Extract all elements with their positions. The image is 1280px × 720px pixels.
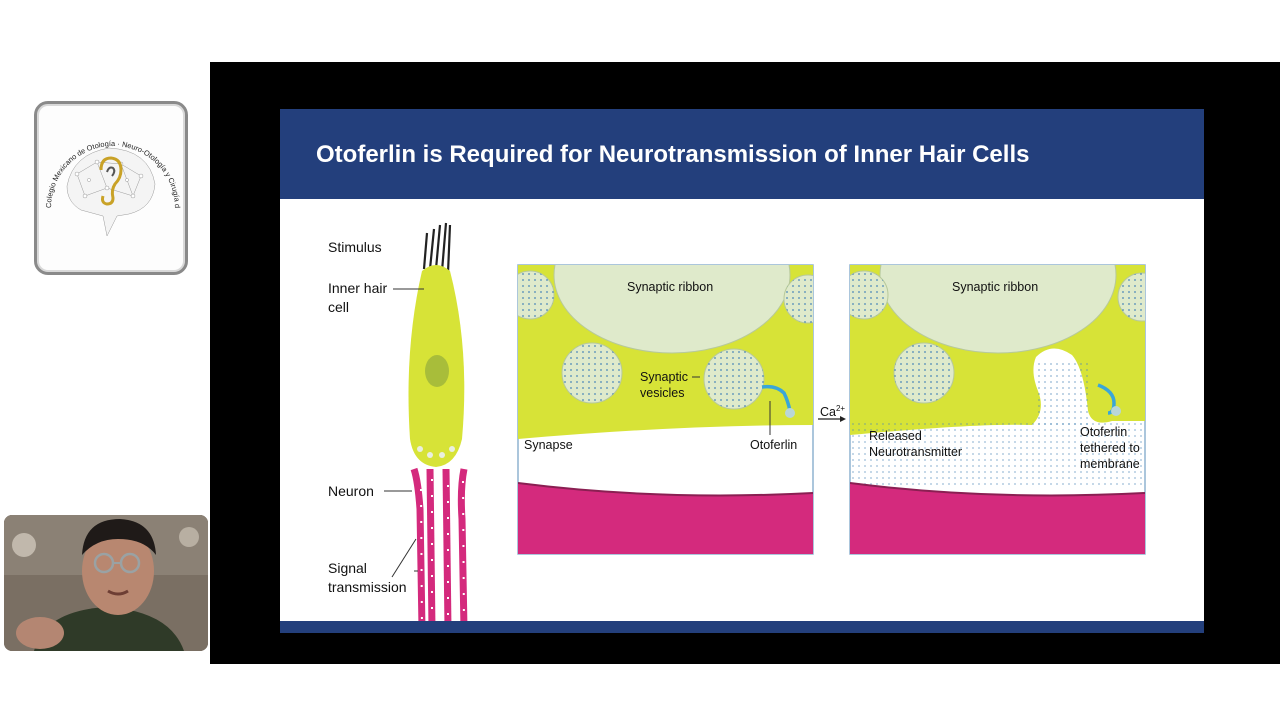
calcium-superscript: 2+ [835,404,846,413]
ear-network-icon: Colegio Mexicano de Otología · Neuro-Oto… [37,104,182,237]
label-stimulus: Stimulus [328,239,382,255]
label-released-2: Neurotransmitter [869,445,963,459]
neuron-fibers [410,467,468,630]
label-inner-hair-cell-1: Inner hair [328,280,388,296]
label-synaptic-ribbon-1: Synaptic ribbon [627,280,714,294]
slide-header: Otoferlin is Required for Neurotransmiss… [280,109,1204,199]
label-signal-2: transmission [328,579,407,595]
label-tethered-1: Otoferlin [1080,425,1128,439]
slide-title: Otoferlin is Required for Neurotransmiss… [316,141,1030,168]
label-synaptic-vesicles-1: Synaptic [640,370,688,384]
label-synapse: Synapse [524,438,573,452]
calcium-base: Ca [820,405,836,420]
slide-footer-bar [280,621,1204,633]
label-inner-hair-cell-2: cell [328,299,350,315]
label-neuron: Neuron [328,483,374,499]
slide: Otoferlin is Required for Neurotransmiss… [280,109,1204,633]
presenter-video-feed [4,515,208,651]
label-synaptic-ribbon-2: Synaptic ribbon [952,280,1039,294]
label-released-1: Released [869,429,922,443]
organization-logo: Colegio Mexicano de Otología · Neuro-Oto… [34,101,188,275]
panel-after-release [849,264,1146,555]
label-tethered-2: tethered to [1080,441,1140,455]
neurotransmission-diagram [384,222,1146,630]
label-calcium: Ca2+ [820,401,845,420]
panel-before-release [517,264,814,555]
label-tethered-3: membrane [1080,457,1140,471]
label-synaptic-vesicles-2: vesicles [640,386,685,400]
presenter-webcam [4,515,208,651]
label-otoferlin: Otoferlin [750,438,798,452]
inner-hair-cell [408,222,465,467]
label-signal-1: Signal [328,560,367,576]
